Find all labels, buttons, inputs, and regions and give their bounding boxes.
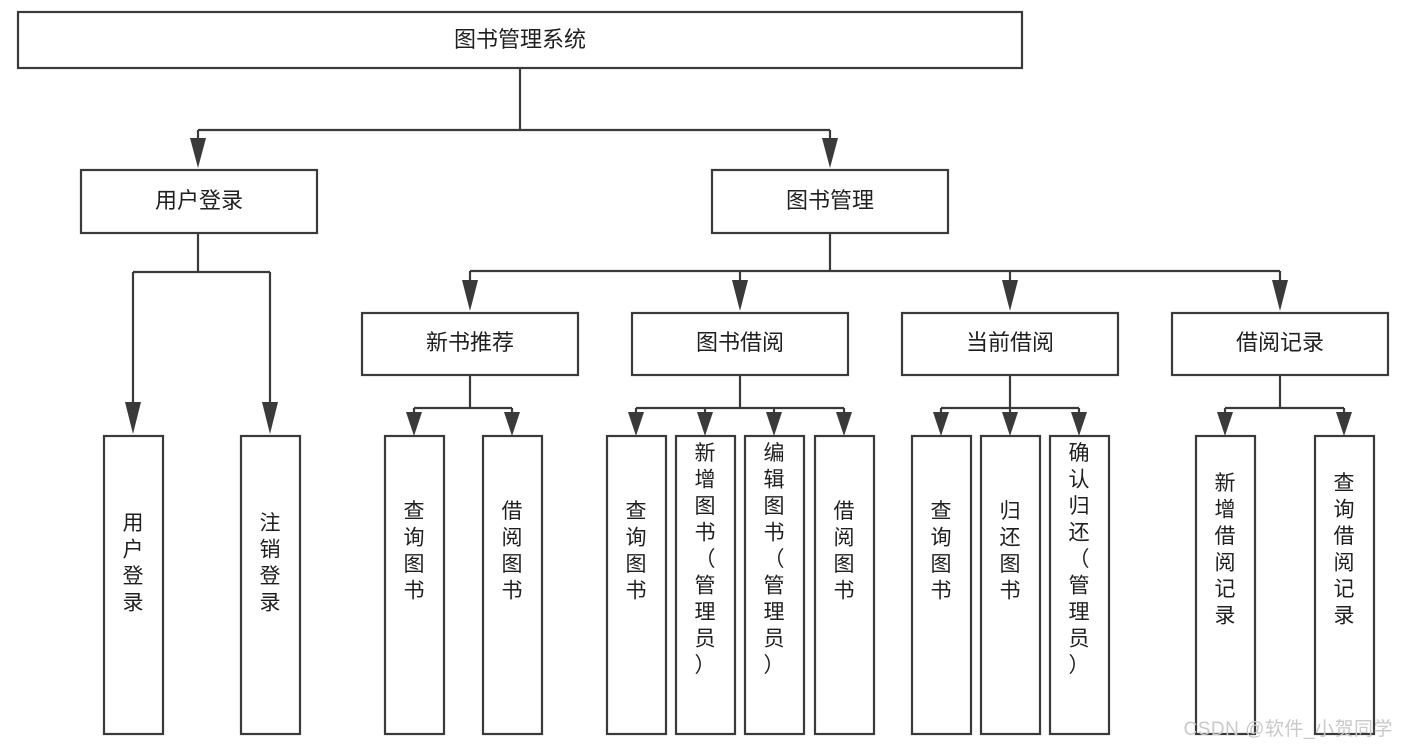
arrow-to-current-borrow [1002,280,1018,311]
leaf-logout-box [239,434,302,736]
book-manage-label: 图书管理 [786,188,874,213]
leaf-borrow-book-label: 借阅图书 [834,500,855,603]
arrow-to-leaf-query-record [1336,412,1352,436]
leaf-node-query-borrow-record[interactable]: 查询借阅记录 [1313,434,1376,736]
leaf-query-record-box [1313,434,1376,736]
leaf-current-query-box [910,434,973,736]
arrow-to-leaf-logout [262,402,278,434]
csdn-watermark: CSDN @软件_小贺同学 [1183,719,1393,740]
leaf-borrow-query-label: 查询图书 [626,500,647,603]
leaf-confirm-return-box [1048,434,1111,736]
leaf-return-book-label: 归还图书 [1000,500,1021,603]
borrow-record-box [1170,311,1390,377]
arrow-to-leaf-return-book [1002,412,1018,436]
node-root-system[interactable]: 图书管理系统 [16,10,1024,70]
connector-layer [125,68,1352,436]
leaf-recommend-query-box [383,434,446,736]
leaf-recommend-query-label: 查询图书 [404,500,425,603]
arrow-to-new-book-recommend [462,280,478,311]
leaf-borrow-book-box [813,434,876,736]
arrow-to-leaf-current-query [933,412,949,436]
arrow-to-leaf-recommend-borrow [504,412,520,436]
borrow-record-label: 借阅记录 [1236,330,1324,355]
arrow-to-leaf-recommend-query [406,412,422,436]
leaf-borrow-query-box [605,434,668,736]
leaf-node-recommend-borrow-book[interactable]: 借阅图书 [481,434,544,736]
leaf-user-login-box [102,434,165,736]
leaf-add-book-box [674,434,737,736]
leaf-current-query-label: 查询图书 [931,500,952,603]
arrow-to-book-manage [822,138,838,168]
node-book-manage[interactable]: 图书管理 [710,168,950,235]
leaf-confirm-return-label: 确认归还（管理员） [1069,442,1090,677]
leaf-add-record-label: 新增借阅记录 [1215,472,1236,628]
node-user-login[interactable]: 用户登录 [79,168,319,235]
user-login-box [79,168,319,235]
book-borrow-label: 图书借阅 [696,330,784,355]
user-login-label: 用户登录 [155,188,243,213]
leaf-node-borrow-query-book[interactable]: 查询图书 [605,434,668,736]
leaf-node-add-book[interactable]: 新增图书（管理员） [674,434,737,736]
new-book-recommend-box [360,311,580,377]
arrow-to-leaf-user-login [125,402,141,434]
arrow-to-leaf-confirm-return [1071,412,1087,436]
leaf-recommend-borrow-box [481,434,544,736]
leaf-query-record-label: 查询借阅记录 [1334,472,1355,628]
node-current-borrow[interactable]: 当前借阅 [900,311,1120,377]
arrow-to-user-login [190,138,206,168]
leaf-node-confirm-return[interactable]: 确认归还（管理员） [1048,434,1111,736]
node-book-borrow[interactable]: 图书借阅 [630,311,850,377]
node-borrow-record[interactable]: 借阅记录 [1170,311,1390,377]
leaf-node-logout[interactable]: 注销登录 [239,434,302,736]
root-label: 图书管理系统 [454,27,586,52]
leaf-edit-book-box [743,434,806,736]
arrow-to-leaf-add-record [1217,412,1233,436]
arrow-to-leaf-edit-book [766,412,782,436]
book-borrow-box [630,311,850,377]
leaf-logout-label: 注销登录 [260,512,281,615]
new-book-recommend-label: 新书推荐 [426,330,514,355]
arrow-to-borrow-record [1272,280,1288,311]
leaf-node-add-borrow-record[interactable]: 新增借阅记录 [1194,434,1257,736]
leaf-user-login-label: 用户登录 [123,512,144,615]
leaf-edit-book-label: 编辑图书（管理员） [764,442,785,677]
root-box [16,10,1024,70]
current-borrow-box [900,311,1120,377]
current-borrow-label: 当前借阅 [966,330,1054,355]
leaf-node-current-query-book[interactable]: 查询图书 [910,434,973,736]
leaf-return-book-box [979,434,1042,736]
arrow-to-book-borrow [732,280,748,311]
arrow-to-leaf-add-book [697,412,713,436]
book-manage-box [710,168,950,235]
node-new-book-recommend[interactable]: 新书推荐 [360,311,580,377]
leaf-add-record-box [1194,434,1257,736]
leaf-node-edit-book[interactable]: 编辑图书（管理员） [743,434,806,736]
leaf-recommend-borrow-label: 借阅图书 [502,500,523,603]
leaf-node-borrow-book[interactable]: 借阅图书 [813,434,876,736]
arrow-to-leaf-borrow-book [836,412,852,436]
leaf-node-recommend-query-book[interactable]: 查询图书 [383,434,446,736]
leaf-add-book-label: 新增图书（管理员） [695,442,716,677]
arrow-to-leaf-borrow-query [628,412,644,436]
leaf-node-return-book[interactable]: 归还图书 [979,434,1042,736]
leaf-node-user-login[interactable]: 用户登录 [102,434,165,736]
